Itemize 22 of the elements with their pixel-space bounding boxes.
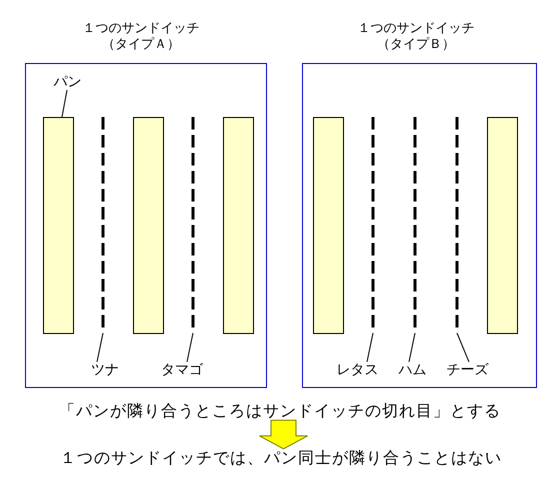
- leader-line: [408, 332, 416, 362]
- leader-line: [62, 90, 68, 118]
- part-label: ツナ: [91, 362, 119, 378]
- leader-line: [456, 332, 470, 362]
- bread-slice: [313, 117, 344, 334]
- bread-slice: [133, 117, 164, 334]
- bread-slice: [223, 117, 254, 334]
- leader-line: [96, 332, 104, 362]
- block-arrow: [259, 420, 308, 450]
- statement-text: １つのサンドイッチでは、パン同士が隣り合うことはない: [60, 448, 502, 468]
- part-label: チーズ: [446, 362, 488, 378]
- frame-heading: １つのサンドイッチ（タイプＡ）: [82, 21, 200, 54]
- bread-slice: [487, 117, 518, 334]
- leader-line: [186, 332, 194, 362]
- part-label: タマゴ: [161, 362, 203, 378]
- part-label: ハム: [398, 362, 426, 378]
- statement-text: 「パンが隣り合うところはサンドイッチの切れ目」とする: [59, 402, 501, 420]
- part-label: レタス: [336, 362, 378, 378]
- leader-line: [366, 332, 374, 362]
- part-label: パン: [54, 74, 82, 90]
- frame-heading: １つのサンドイッチ（タイプＢ）: [356, 21, 476, 54]
- bread-slice: [43, 117, 74, 334]
